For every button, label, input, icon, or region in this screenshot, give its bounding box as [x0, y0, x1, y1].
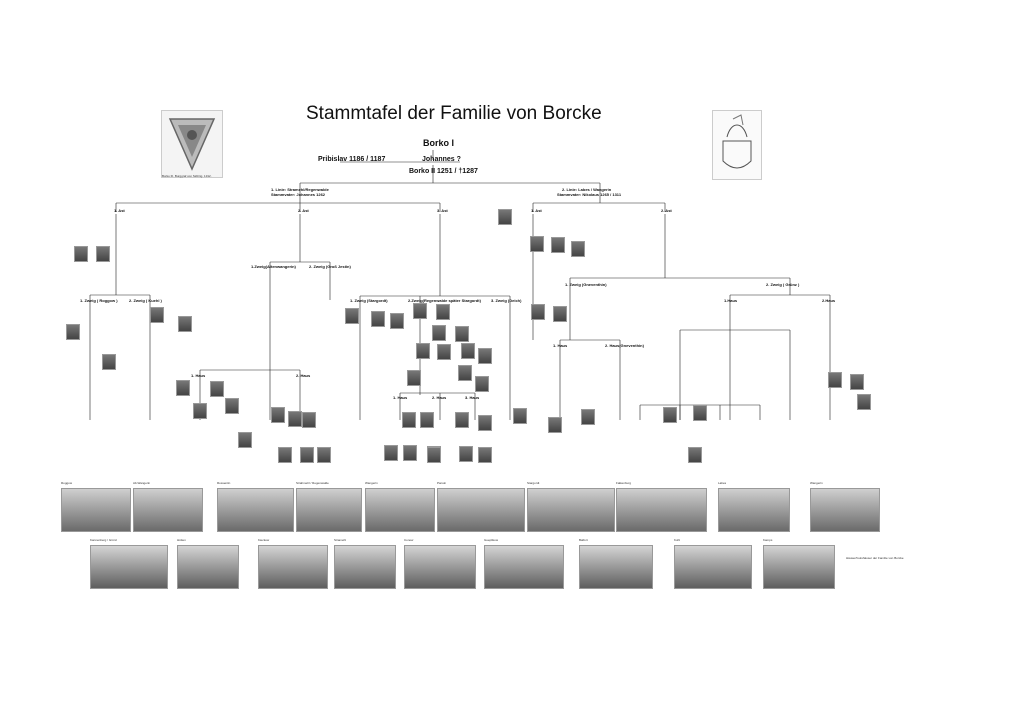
portrait-photo [531, 304, 545, 320]
portrait-photo [548, 417, 562, 433]
portrait-photo [498, 209, 512, 225]
portrait-photo [150, 307, 164, 323]
portrait-photo [193, 403, 207, 419]
portrait-photo [420, 412, 434, 428]
gallery-label: Labes [718, 481, 726, 485]
portrait-photo [432, 325, 446, 341]
portrait-photo [828, 372, 842, 388]
portrait-photo [693, 405, 707, 421]
portrait-photo [288, 411, 302, 427]
gallery-label: Kuhl [674, 538, 680, 542]
estate-photo [579, 545, 653, 589]
portrait-photo [371, 311, 385, 327]
portrait-photo [74, 246, 88, 262]
portrait-photo [458, 365, 472, 381]
portrait-photo [475, 376, 489, 392]
portrait-photo [850, 374, 864, 390]
portrait-photo [416, 343, 430, 359]
gallery-label: Wangerin [810, 481, 823, 485]
gallery-label: Balfort [579, 538, 588, 542]
gallery-label: Kannenberg / Grünz [90, 538, 117, 542]
portrait-photo [345, 308, 359, 324]
portrait-photo [461, 343, 475, 359]
gallery-label: Conow [404, 538, 413, 542]
estate-photo [763, 545, 835, 589]
portrait-photo [857, 394, 871, 410]
estate-photo [365, 488, 435, 532]
portrait-photo [271, 407, 285, 423]
estate-photo [616, 488, 707, 532]
estate-photo [484, 545, 564, 589]
portrait-photo [96, 246, 110, 262]
estate-photo [90, 545, 168, 589]
portrait-photo [413, 303, 427, 319]
gallery-label: Pansin [437, 481, 446, 485]
estate-photo [61, 488, 131, 532]
portrait-photo [300, 447, 314, 463]
portrait-photo [553, 306, 567, 322]
gallery-label: Wangerin [365, 481, 378, 485]
gallery-label: Stargordt [527, 481, 539, 485]
portrait-photo [278, 447, 292, 463]
estate-photo [296, 488, 362, 532]
portrait-photo [478, 415, 492, 431]
gallery-label: Gueplikow [484, 538, 498, 542]
portrait-photo [225, 398, 239, 414]
portrait-photo [176, 380, 190, 396]
portrait-photo [478, 348, 492, 364]
portrait-photo [581, 409, 595, 425]
gallery-label: Rossentin [217, 481, 230, 485]
portrait-photo [238, 432, 252, 448]
portrait-photo [210, 381, 224, 397]
estate-photo [258, 545, 328, 589]
estate-photo [718, 488, 790, 532]
portrait-photo [66, 324, 80, 340]
portrait-photo [102, 354, 116, 370]
portrait-photo [688, 447, 702, 463]
gallery-label: Hütten [177, 538, 186, 542]
estate-photo [177, 545, 239, 589]
portrait-photo [390, 313, 404, 329]
estate-photo [437, 488, 525, 532]
gallery-legend: Häuser/Gutshäuser der Familie von Borcke [846, 556, 904, 560]
gallery-label: Falkenburg [616, 481, 631, 485]
estate-photo [674, 545, 752, 589]
portrait-photo [478, 447, 492, 463]
portrait-photo [530, 236, 544, 252]
portrait-photo [407, 370, 421, 386]
portrait-photo [384, 445, 398, 461]
portrait-photo [663, 407, 677, 423]
portrait-photo [437, 344, 451, 360]
gallery-label: Stramehl [334, 538, 346, 542]
portrait-photo [455, 326, 469, 342]
gallery-label: Strahmehl / Regenwalde [296, 481, 329, 485]
portrait-photo [551, 237, 565, 253]
estate-photo [334, 545, 396, 589]
estate-photo [133, 488, 203, 532]
portrait-photo [455, 412, 469, 428]
estate-photo [527, 488, 615, 532]
estate-photo [810, 488, 880, 532]
portrait-photo [571, 241, 585, 257]
gallery-label: Alt-Wangerin [133, 481, 150, 485]
portrait-photo [427, 447, 441, 463]
estate-photo [217, 488, 294, 532]
gallery-label: Kamps [763, 538, 772, 542]
gallery-label: Roggow [61, 481, 72, 485]
portrait-photo [459, 446, 473, 462]
portrait-photo [513, 408, 527, 424]
portrait-photo [317, 447, 331, 463]
portrait-photo [302, 412, 316, 428]
portrait-photo [402, 412, 416, 428]
estate-photo [404, 545, 476, 589]
portrait-photo [403, 445, 417, 461]
gallery-label: Kieckow [258, 538, 269, 542]
portrait-photo [436, 304, 450, 320]
portrait-photo [178, 316, 192, 332]
